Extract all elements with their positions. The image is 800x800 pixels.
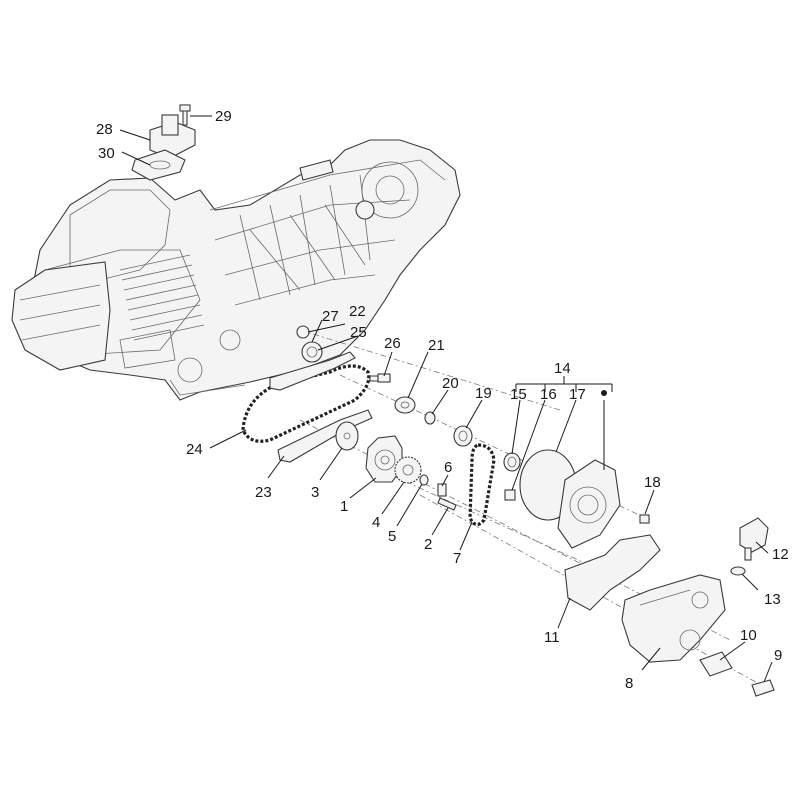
callout-16: 16 [540,386,557,403]
callout-labels: 29 28 30 22 27 25 26 21 20 19 24 23 3 1 … [96,108,789,692]
pump-cover-3 [335,421,359,451]
washer-5 [419,474,429,486]
dipstick-12 [739,517,769,561]
bolt-6 [437,483,447,497]
kit-marker-dot [601,390,607,396]
callout-13: 13 [764,591,781,608]
callout-14: 14 [554,360,571,377]
callout-27: 27 [322,308,339,325]
callout-2: 2 [424,536,432,553]
oring-13 [730,566,746,576]
bolt-26 [369,373,391,383]
callout-1: 1 [340,498,348,515]
callout-28: 28 [96,121,113,138]
oil-sump-8 [621,574,726,663]
drain-bolt-9 [751,679,775,697]
chain-guide-upper [269,351,356,391]
chain-tensioner [131,114,196,181]
pump-sprocket-4 [394,456,422,484]
callout-20: 20 [442,375,459,392]
callout-30: 30 [98,145,115,162]
callout-26: 26 [384,335,401,352]
seal-16 [504,489,516,501]
callout-17: 17 [569,386,586,403]
seal-15 [503,452,521,472]
bolt-2 [437,497,457,511]
timing-sprocket [296,325,323,363]
bolt-18 [639,514,650,524]
callout-29: 29 [215,108,232,125]
gasket-11 [564,534,661,611]
callout-5: 5 [388,528,396,545]
bushing-19 [453,425,473,447]
callout-10: 10 [740,627,757,644]
callout-8: 8 [625,675,633,692]
callout-24: 24 [186,441,203,458]
washer-21 [394,396,416,414]
cylinder-fins [119,254,205,341]
oil-pump-chain-7 [468,443,496,527]
cover-assembly-14 [557,390,621,549]
callout-7: 7 [453,550,461,567]
callout-23: 23 [255,484,272,501]
oring-20 [424,411,436,425]
callout-6: 6 [444,459,452,476]
callout-4: 4 [372,514,380,531]
bolt-29 [179,104,191,126]
callout-25: 25 [350,324,367,341]
callout-18: 18 [644,474,661,491]
callout-12: 12 [772,546,789,563]
filter-10 [699,651,733,677]
callout-21: 21 [428,337,445,354]
callout-19: 19 [475,385,492,402]
callout-22: 22 [349,303,366,320]
callout-9: 9 [774,647,782,664]
leader-lines [119,115,773,683]
callout-3: 3 [311,484,319,501]
callout-15: 15 [510,386,527,403]
engine-crankcase [11,139,461,401]
callout-11: 11 [544,629,560,646]
